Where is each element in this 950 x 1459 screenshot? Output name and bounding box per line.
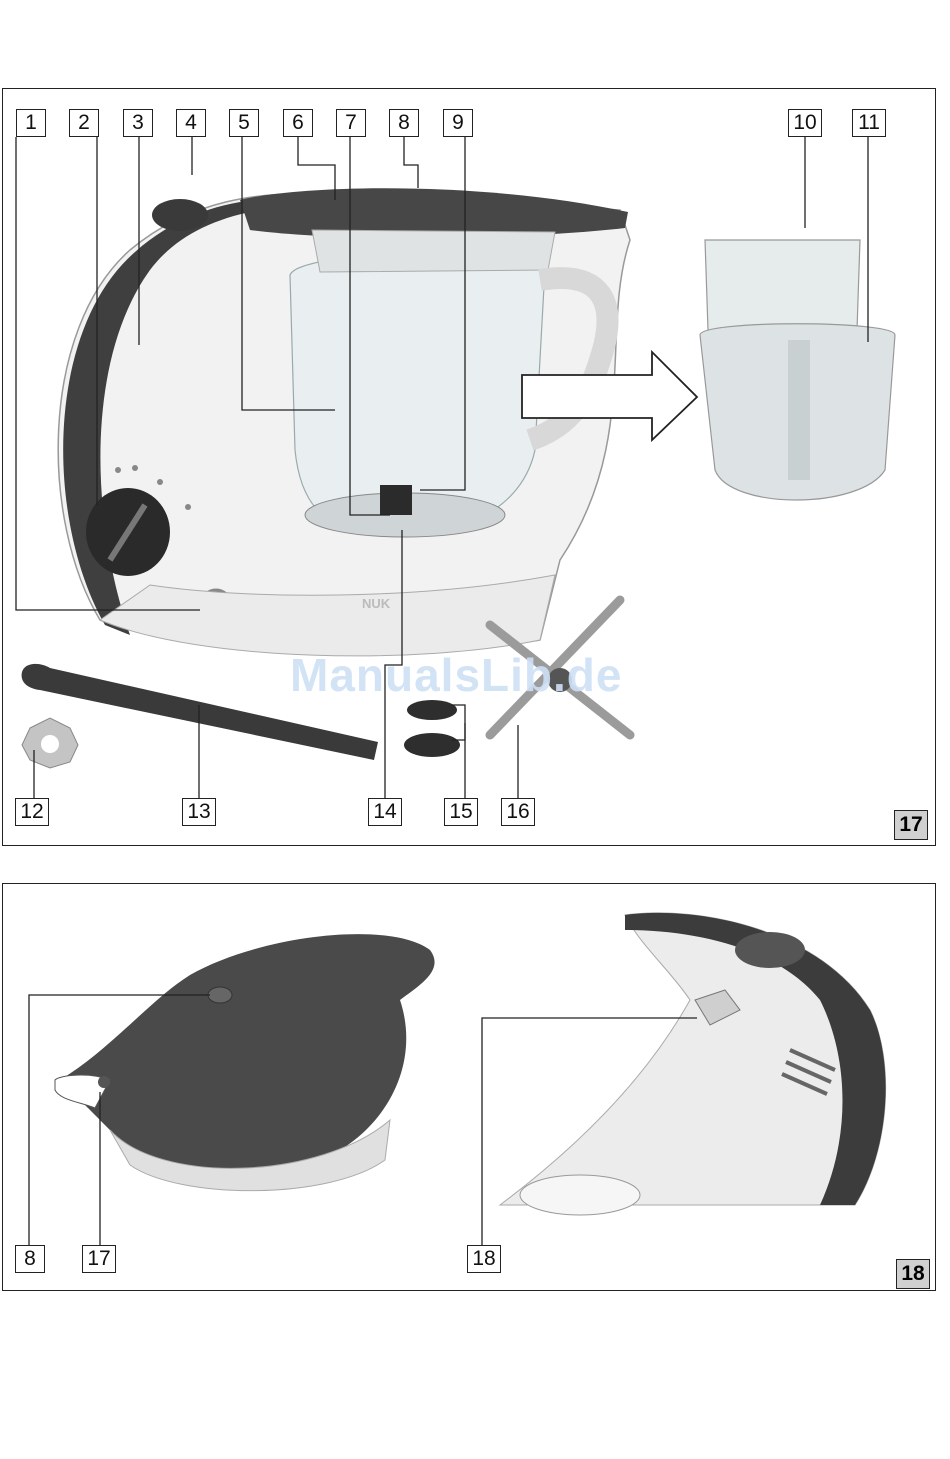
callout-8-lid: 8 (15, 1245, 45, 1273)
callout-17: 17 (82, 1245, 116, 1273)
callout-11: 11 (852, 109, 886, 137)
watermark: ManualsLib.de (290, 648, 622, 702)
callout-18: 18 (467, 1245, 501, 1273)
brand-logo: NUK (362, 596, 390, 611)
steam-basket-illustration (700, 240, 895, 500)
callout-4: 4 (176, 109, 206, 137)
callout-2: 2 (69, 109, 99, 137)
callout-12: 12 (15, 798, 49, 826)
callout-5: 5 (229, 109, 259, 137)
callout-16: 16 (501, 798, 535, 826)
callout-15: 15 (444, 798, 478, 826)
callout-9: 9 (443, 109, 473, 137)
callout-3: 3 (123, 109, 153, 137)
figure-number-18: 18 (896, 1259, 930, 1289)
callout-1: 1 (16, 109, 46, 137)
callout-13: 13 (182, 798, 216, 826)
lid-release-button-shape (152, 199, 208, 231)
appliance-illustration (58, 188, 630, 656)
callout-6: 6 (283, 109, 313, 137)
callout-7: 7 (336, 109, 366, 137)
callout-10: 10 (788, 109, 822, 137)
callout-14: 14 (368, 798, 402, 826)
figure-number-17: 17 (894, 810, 928, 840)
callout-8: 8 (389, 109, 419, 137)
figure-18-panel (2, 883, 936, 1291)
